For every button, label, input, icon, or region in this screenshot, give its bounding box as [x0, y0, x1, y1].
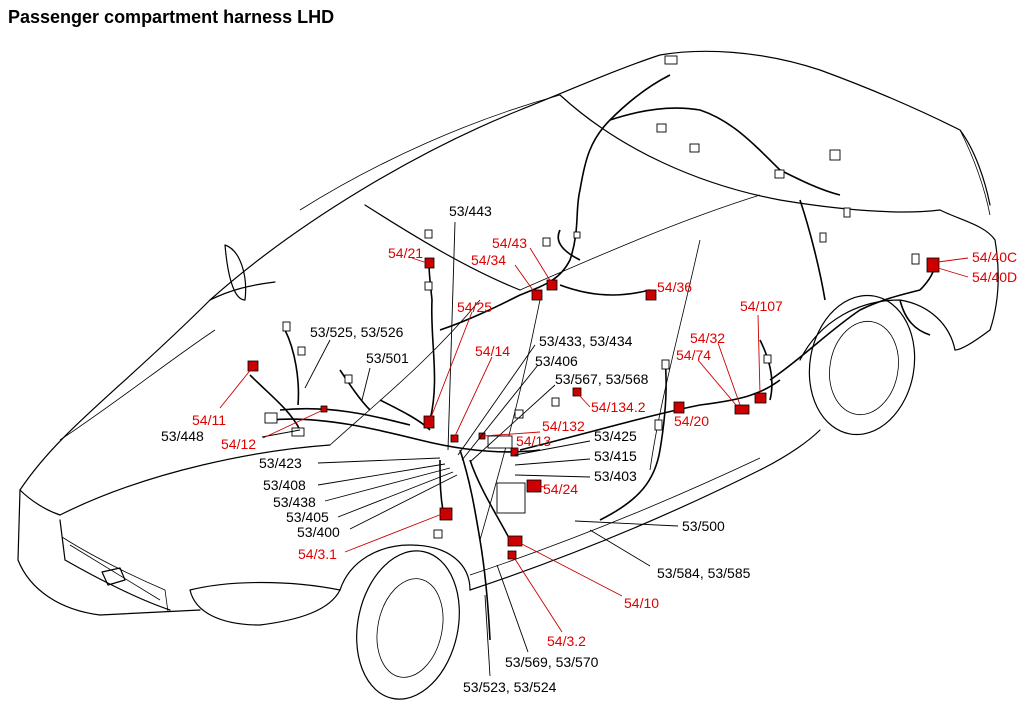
connector-54-32: [734, 404, 750, 415]
label-53-523-524: 53/523, 53/524: [463, 679, 557, 695]
connector-54-107: [754, 392, 767, 404]
connector-54-14: [450, 434, 459, 443]
label-54-10: 54/10: [624, 595, 659, 611]
connector-plugs: [264, 55, 920, 539]
label-54-107: 54/107: [740, 298, 783, 314]
label-53-567-568: 53/567, 53/568: [555, 371, 649, 387]
car-body: [17, 50, 999, 700]
connector-54-10: [507, 535, 523, 547]
label-54-24: 54/24: [543, 481, 578, 497]
label-54-21: 54/21: [388, 245, 423, 261]
label-53-525-526: 53/525, 53/526: [310, 324, 404, 340]
connector-54-13: [510, 447, 519, 457]
diagram-title: Passenger compartment harness LHD: [8, 7, 335, 27]
label-53-584-585: 53/584, 53/585: [657, 565, 751, 581]
label-54-43: 54/43: [492, 235, 527, 251]
label-53-423: 53/423: [259, 455, 302, 471]
label-54-20: 54/20: [674, 413, 709, 429]
label-53-415: 53/415: [594, 448, 637, 464]
label-53-400: 53/400: [297, 524, 340, 540]
connector-54-134-2: [572, 387, 582, 397]
label-53-406: 53/406: [535, 353, 578, 369]
label-54-32: 54/32: [690, 330, 725, 346]
label-53-569-570: 53/569, 53/570: [505, 654, 599, 670]
connector-54-25: [423, 415, 435, 429]
label-54-40D: 54/40D: [972, 269, 1017, 285]
label-53-405: 53/405: [286, 509, 329, 525]
label-54-3-2: 54/3.2: [547, 633, 586, 649]
label-53-433-434: 53/433, 53/434: [539, 333, 633, 349]
label-54-132: 54/132: [542, 418, 585, 434]
connector-54-43: [546, 279, 558, 291]
connector-54-36: [645, 289, 657, 301]
red-connectors: [247, 257, 940, 560]
label-54-3-1: 54/3.1: [298, 546, 337, 562]
connector-54-12: [320, 405, 328, 413]
connector-54-3-2: [507, 550, 517, 560]
label-54-40C: 54/40C: [972, 249, 1017, 265]
label-53-408: 53/408: [263, 477, 306, 493]
label-53-443: 53/443: [449, 203, 492, 219]
connector-54-11: [247, 360, 259, 372]
label-54-11: 54/11: [192, 412, 226, 428]
connector-54-3-1: [439, 507, 453, 521]
label-54-13: 54/13: [516, 433, 551, 449]
label-53-448: 53/448: [161, 428, 204, 444]
connector-54-34: [531, 289, 543, 301]
label-54-34: 54/34: [471, 252, 506, 268]
connector-54-20: [673, 401, 685, 414]
labels: 53/443 54/21 54/43 54/34 54/36 54/40C 54…: [161, 203, 1017, 695]
label-54-12: 54/12: [221, 436, 256, 452]
label-54-14: 54/14: [475, 343, 510, 359]
label-54-25: 54/25: [457, 299, 492, 315]
label-53-403: 53/403: [594, 468, 637, 484]
leader-lines: [219, 221, 969, 677]
label-54-74: 54/74: [676, 347, 711, 363]
connector-54-24: [526, 479, 542, 493]
label-54-36: 54/36: [657, 279, 692, 295]
label-53-438: 53/438: [273, 494, 316, 510]
label-53-500: 53/500: [682, 518, 725, 534]
label-53-501: 53/501: [366, 350, 409, 366]
connector-54-21: [424, 257, 435, 269]
label-54-134-2: 54/134.2: [591, 399, 646, 415]
connector-54-40: [926, 257, 940, 273]
label-53-425: 53/425: [594, 428, 637, 444]
